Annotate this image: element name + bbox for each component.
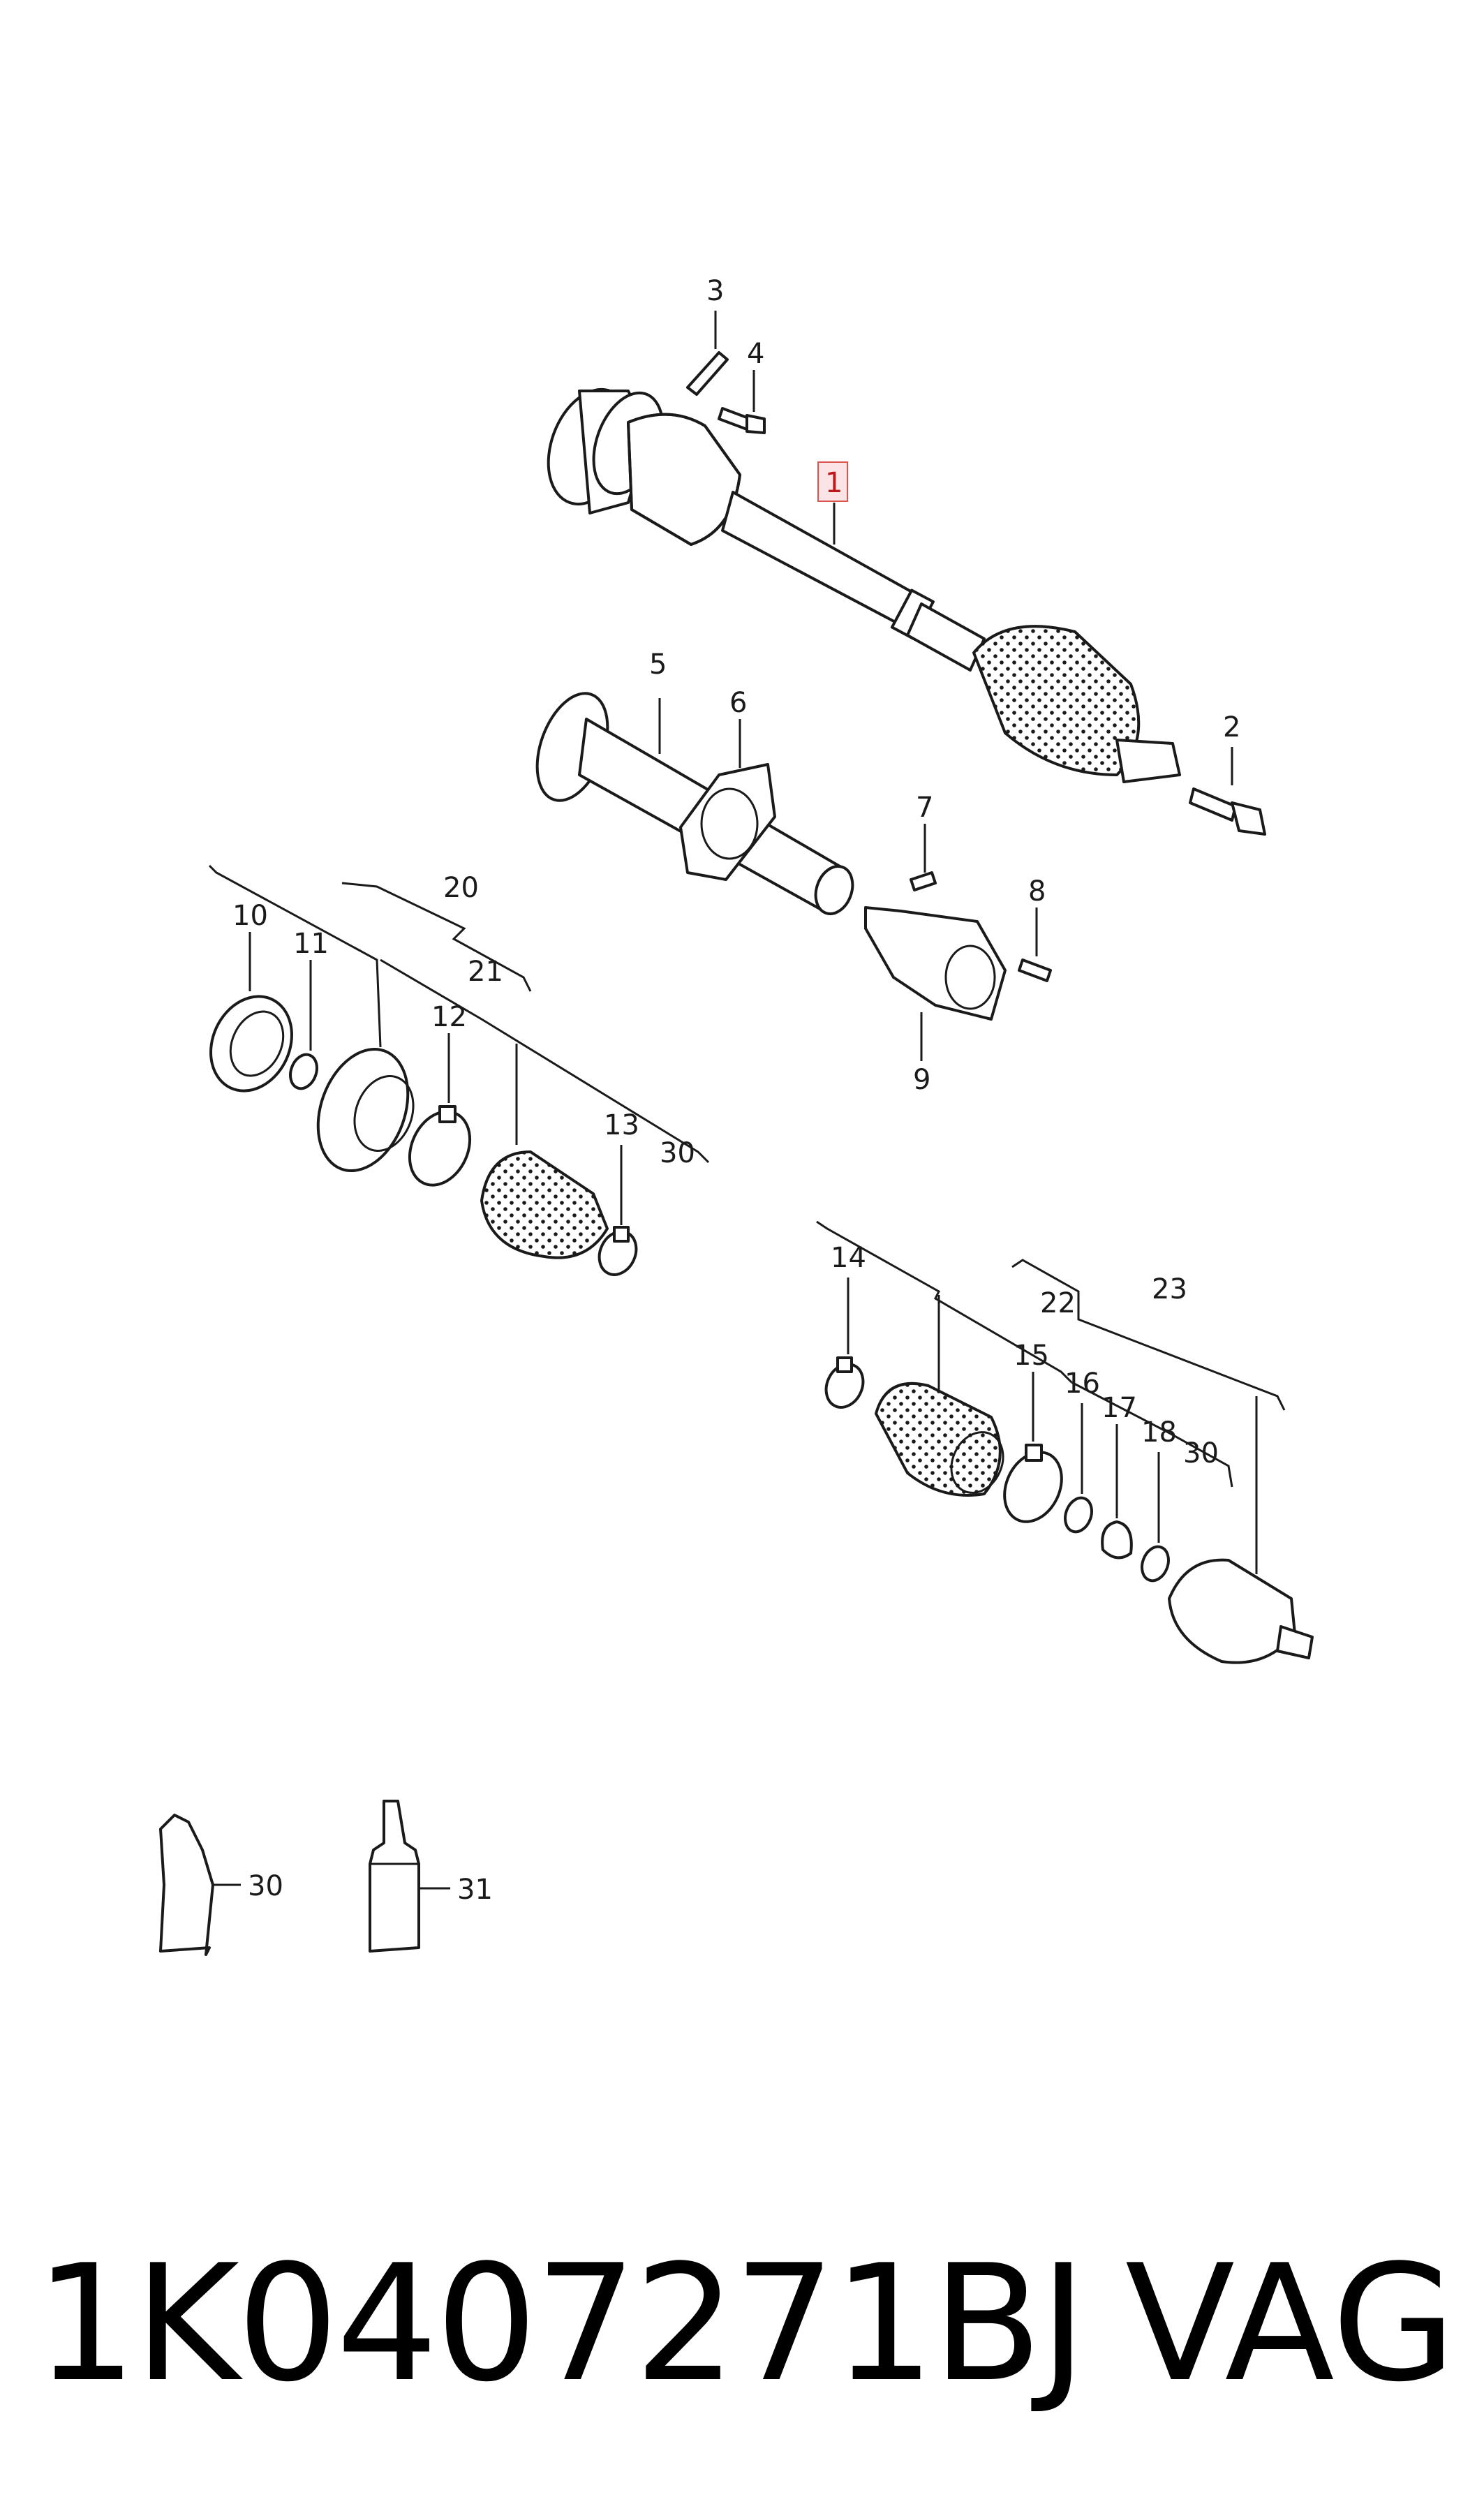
label-part-11[interactable]: 11 — [293, 928, 329, 960]
seal-part-10 — [209, 932, 293, 1093]
intermediate-shaft-part-5 — [535, 692, 854, 915]
footer: 1K0407271BJ VAG — [0, 2220, 1484, 2429]
circlip-part-18 — [1141, 1452, 1170, 1583]
boot-part-21 — [480, 1150, 609, 1259]
label-part-16[interactable]: 16 — [1064, 1368, 1100, 1400]
label-part-9[interactable]: 9 — [913, 1064, 930, 1096]
label-part-13[interactable]: 13 — [604, 1109, 639, 1141]
label-part-2[interactable]: 2 — [1223, 711, 1240, 743]
clamp-part-15 — [1003, 1372, 1063, 1523]
cv-joint-part-20 — [316, 1047, 415, 1173]
label-part-7[interactable]: 7 — [916, 792, 933, 824]
circlip-part-3 — [686, 311, 729, 396]
label-part-8[interactable]: 8 — [1028, 875, 1046, 908]
brand-name: VAG — [1125, 2231, 1456, 2417]
label-part-1[interactable]: 1 — [825, 467, 843, 499]
clamp-part-13 — [598, 1145, 638, 1276]
label-part-21[interactable]: 21 — [468, 956, 503, 988]
bolt-part-7 — [910, 824, 937, 891]
bolt-part-2 — [1189, 747, 1266, 836]
bearing-bracket-part-6 — [679, 719, 776, 881]
label-part-23[interactable]: 23 — [1152, 1273, 1187, 1305]
label-part-30-left[interactable]: 30 — [660, 1137, 695, 1169]
label-part-30-tube[interactable]: 30 — [248, 1870, 283, 1902]
circlip-part-11 — [289, 960, 318, 1090]
bolt-part-8 — [1018, 908, 1052, 982]
label-part-17[interactable]: 17 — [1101, 1392, 1137, 1424]
drive-shaft-assembly — [547, 387, 1181, 783]
label-part-14[interactable]: 14 — [831, 1242, 866, 1274]
label-part-4[interactable]: 4 — [747, 338, 764, 370]
cv-joint-part-23 — [1168, 1558, 1314, 1664]
label-part-5[interactable]: 5 — [649, 649, 667, 681]
label-part-12[interactable]: 12 — [431, 1001, 467, 1033]
grease-tube-part-30 — [159, 1814, 241, 1956]
bracket-lines-22-23-30 — [816, 1220, 1286, 1574]
label-part-31[interactable]: 31 — [457, 1874, 493, 1906]
bracket-lines-20-21-30 — [208, 864, 710, 1164]
label-part-3[interactable]: 3 — [706, 275, 724, 307]
bracket-part-9 — [864, 906, 1007, 1061]
label-part-18[interactable]: 18 — [1141, 1416, 1177, 1449]
clamp-part-14 — [824, 1277, 865, 1409]
sealant-bottle-part-31 — [369, 1800, 450, 1953]
boot-part-22 — [875, 1382, 1004, 1497]
cap-part-17 — [1101, 1424, 1133, 1560]
label-part-6[interactable]: 6 — [729, 687, 747, 719]
bolt-part-4 — [718, 370, 766, 434]
clamp-part-12 — [408, 1033, 472, 1187]
highlight-box-part-1 — [817, 461, 848, 502]
label-part-20[interactable]: 20 — [443, 872, 479, 904]
label-part-15[interactable]: 15 — [1014, 1340, 1049, 1372]
part-number: 1K0407271BJ — [35, 2231, 1087, 2417]
label-part-22[interactable]: 22 — [1040, 1287, 1076, 1319]
label-part-30-right[interactable]: 30 — [1183, 1437, 1219, 1469]
label-part-10[interactable]: 10 — [232, 900, 268, 932]
ring-part-16 — [1064, 1403, 1093, 1534]
